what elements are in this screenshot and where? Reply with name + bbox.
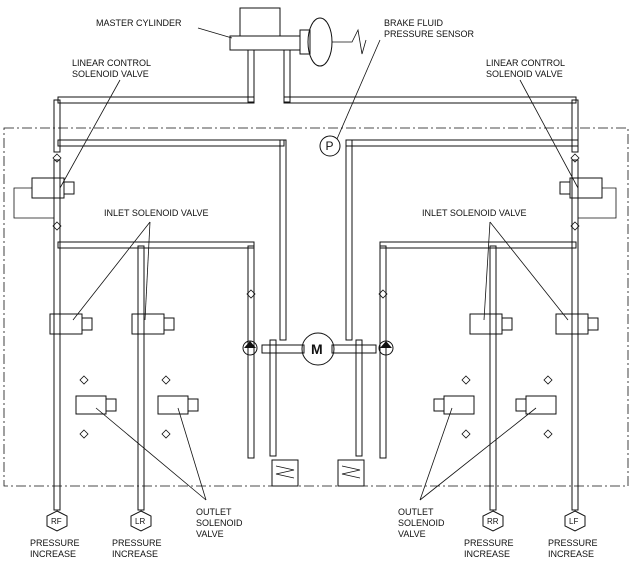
linear-left-label-line2: SOLENOID VALVE bbox=[72, 69, 149, 79]
wheel-rf-label-line1: PRESSURE bbox=[30, 538, 80, 548]
hydraulic-lines bbox=[53, 49, 579, 511]
linear-left-label-line1: LINEAR CONTROL bbox=[72, 58, 151, 68]
brake-sensor-label-line1: BRAKE FLUID bbox=[384, 18, 444, 28]
linear-valve-right bbox=[559, 177, 617, 219]
inlet-valve-lr bbox=[131, 313, 175, 335]
linear-valve-left bbox=[13, 177, 75, 219]
check-valve-icons bbox=[52, 153, 580, 439]
pressure-sensor-symbol: P bbox=[326, 139, 334, 153]
outlet-valve-lf bbox=[515, 395, 557, 415]
wheel-lr: LR bbox=[130, 510, 152, 532]
outlet-right-label-line2: SOLENOID bbox=[398, 518, 445, 528]
linear-right-label-line1: LINEAR CONTROL bbox=[486, 58, 565, 68]
wheel-rf-code: RF bbox=[51, 517, 62, 526]
wheel-lf-label-line2: INCREASE bbox=[548, 549, 594, 559]
brake-sensor-label-line2: PRESSURE SENSOR bbox=[384, 29, 475, 39]
inlet-right-label: INLET SOLENOID VALVE bbox=[422, 208, 527, 218]
outlet-valve-rr bbox=[433, 395, 475, 415]
pressure-sensor-icon: P bbox=[319, 135, 341, 157]
outlet-left-label-line3: VALVE bbox=[196, 529, 224, 539]
inlet-left-label: INLET SOLENOID VALVE bbox=[104, 208, 209, 218]
pump-right-icon bbox=[378, 340, 394, 356]
motor-symbol: M bbox=[311, 341, 323, 357]
wheel-lr-code: LR bbox=[135, 517, 145, 526]
reservoir-right bbox=[337, 459, 365, 487]
outlet-right-label-line3: VALVE bbox=[398, 529, 426, 539]
motor-icon: M bbox=[301, 332, 335, 366]
outlet-left-label-line2: SOLENOID bbox=[196, 518, 243, 528]
wheel-lf-label-line1: PRESSURE bbox=[548, 538, 598, 548]
reservoir-left bbox=[271, 459, 299, 487]
inlet-valve-rr bbox=[469, 313, 513, 335]
master-cylinder-label: MASTER CYLINDER bbox=[96, 18, 182, 28]
wheel-rf: RF bbox=[46, 510, 68, 532]
master-cylinder bbox=[229, 7, 367, 67]
wheel-rf-label-line2: INCREASE bbox=[30, 549, 76, 559]
outlet-valve-rf bbox=[75, 395, 117, 415]
wheel-rr-label-line2: INCREASE bbox=[464, 549, 510, 559]
wheel-rr-label-line1: PRESSURE bbox=[464, 538, 514, 548]
outlet-valve-lr bbox=[157, 395, 199, 415]
module-boundary bbox=[3, 127, 629, 487]
outlet-right-label-line1: OUTLET bbox=[398, 507, 434, 517]
linear-right-label-line2: SOLENOID VALVE bbox=[486, 69, 563, 79]
wheel-lf-code: LF bbox=[569, 517, 578, 526]
inlet-valve-rf bbox=[49, 313, 93, 335]
wheel-lr-label-line2: INCREASE bbox=[112, 549, 158, 559]
leader-lines bbox=[59, 27, 579, 501]
outlet-left-label-line1: OUTLET bbox=[196, 507, 232, 517]
inlet-valve-lf bbox=[555, 313, 599, 335]
wheel-rr: RR bbox=[482, 510, 504, 532]
wheel-lr-label-line1: PRESSURE bbox=[112, 538, 162, 548]
wheel-lf: LF bbox=[564, 510, 586, 532]
pump-left-icon bbox=[242, 340, 258, 356]
wheel-rr-code: RR bbox=[487, 517, 499, 526]
